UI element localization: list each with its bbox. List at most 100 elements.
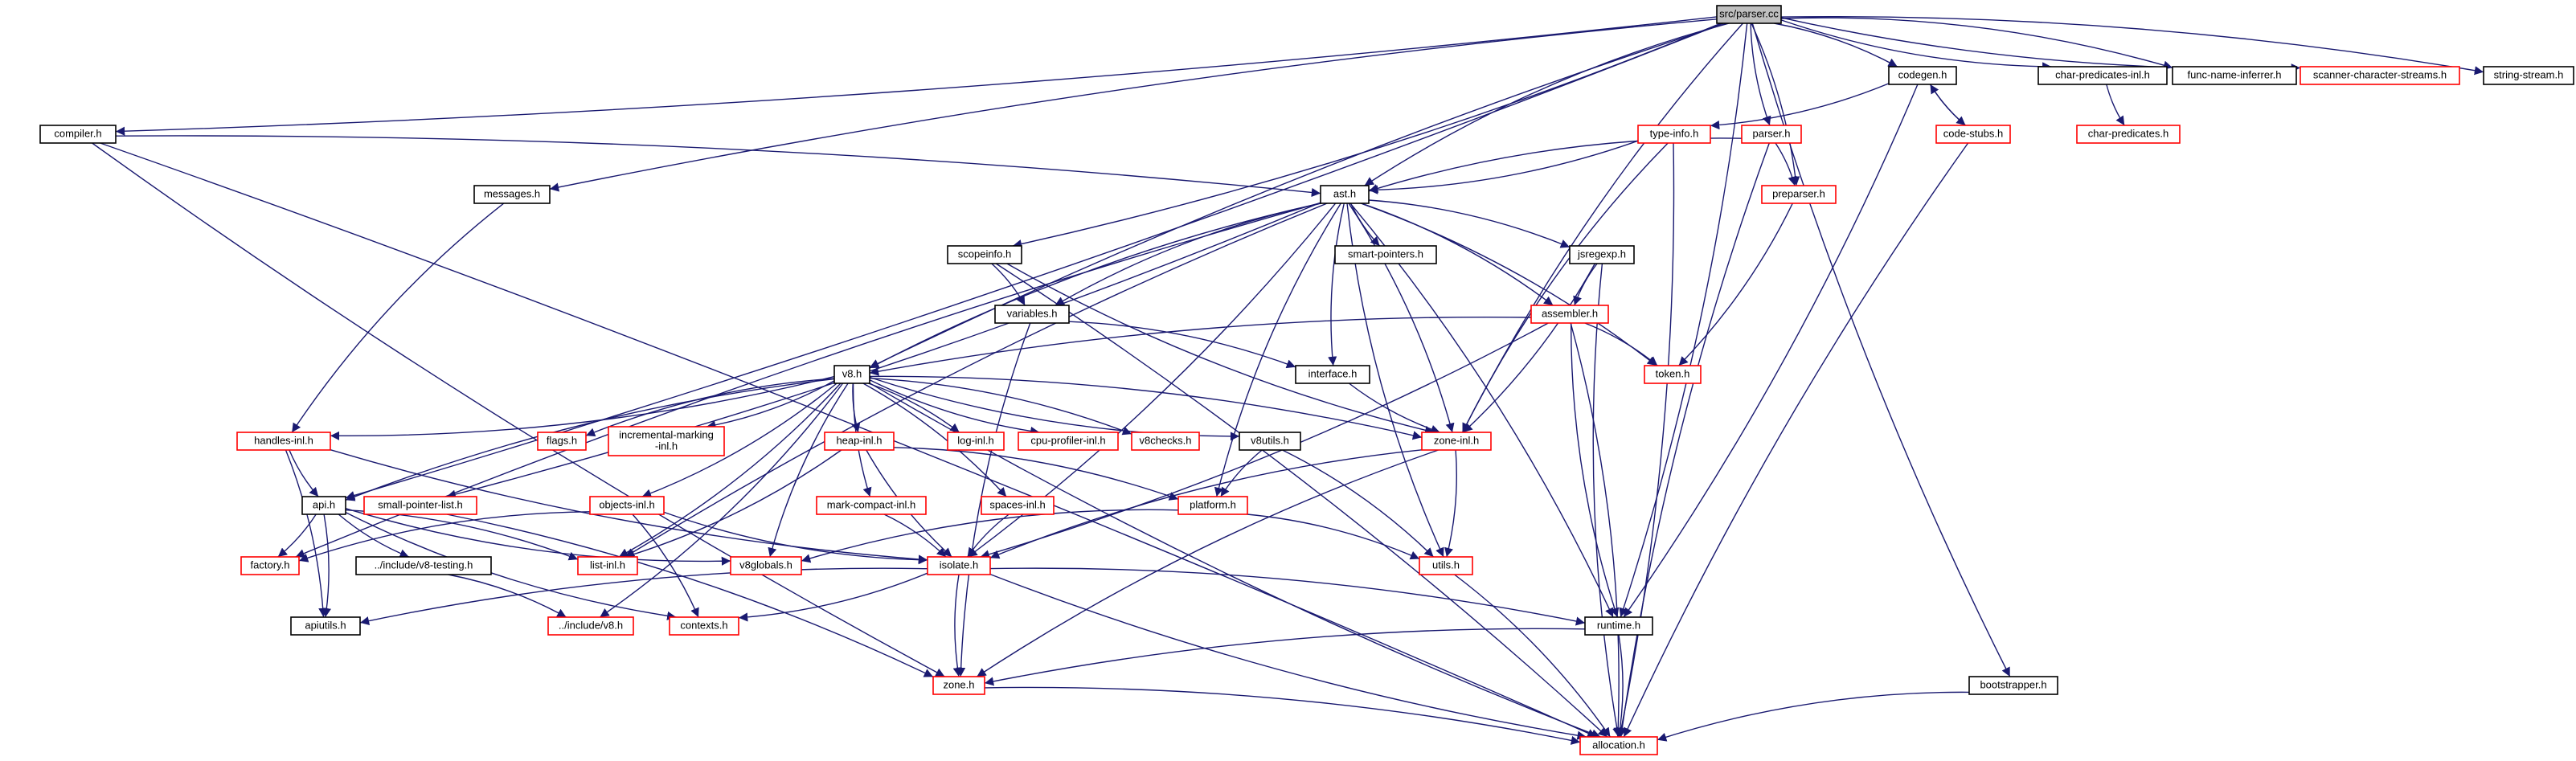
node-v8utils[interactable]: v8utils.h	[1239, 432, 1301, 451]
node-v8globals[interactable]: v8globals.h	[730, 556, 802, 575]
edge-parser_cc-to-parser_h	[1750, 23, 1771, 126]
edge-type_info-to-zone_inl	[1462, 142, 1669, 433]
node-platform[interactable]: platform.h	[1177, 496, 1248, 515]
node-string-stream[interactable]: string-stream.h	[2483, 66, 2574, 85]
edge-ast-to-interface	[1328, 203, 1345, 366]
node-box	[537, 432, 587, 451]
edge-ast-to-zone_inl	[1348, 203, 1455, 433]
node-incr-marking[interactable]: incremental-marking-inl.h	[608, 426, 725, 456]
node-objects-inl[interactable]: objects-inl.h	[589, 496, 665, 515]
node-small-ptr[interactable]: small-pointer-list.h	[363, 496, 477, 515]
node-label: incremental-marking	[619, 428, 714, 440]
edge-ast-to-token	[1360, 203, 1657, 366]
node-ast[interactable]: ast.h	[1320, 185, 1370, 204]
node-scopeinfo[interactable]: scopeinfo.h	[947, 245, 1022, 264]
edge-v8-to-handles_inl	[330, 375, 835, 440]
node-factory[interactable]: factory.h	[240, 556, 300, 575]
node-label: heap-inl.h	[836, 434, 882, 446]
node-label: utils.h	[1432, 558, 1460, 571]
edge-zone_inl-to-isolate	[989, 449, 1423, 559]
node-label: ../include/v8.h	[559, 619, 623, 631]
node-flags[interactable]: flags.h	[537, 432, 587, 451]
node-allocation[interactable]: allocation.h	[1579, 736, 1658, 755]
edge-preparser-to-token	[1678, 203, 1793, 366]
node-label: messages.h	[484, 187, 540, 199]
node-log-inl[interactable]: log-inl.h	[947, 432, 1005, 451]
node-label: scanner-character-streams.h	[2313, 68, 2447, 80]
node-v8checks[interactable]: v8checks.h	[1131, 432, 1200, 451]
edge-interface-to-zone_inl	[1348, 383, 1440, 434]
node-code-stubs[interactable]: code-stubs.h	[1935, 125, 2011, 144]
node-scanner-cs[interactable]: scanner-character-streams.h	[2300, 66, 2460, 85]
node-box	[577, 556, 638, 575]
node-char-pred-inl[interactable]: char-predicates-inl.h	[2037, 66, 2168, 85]
node-zone[interactable]: zone.h	[932, 676, 985, 695]
node-api[interactable]: api.h	[301, 496, 346, 515]
edge-v8-to-v8checks	[869, 378, 1132, 436]
node-smart-pointers[interactable]: smart-pointers.h	[1334, 245, 1437, 264]
node-contexts[interactable]: contexts.h	[669, 616, 739, 636]
node-label: string-stream.h	[2494, 68, 2564, 80]
node-include-v8[interactable]: ../include/v8.h	[547, 616, 634, 636]
node-box	[833, 365, 870, 384]
node-box	[824, 432, 895, 451]
node-box	[927, 556, 991, 575]
edge-scopeinfo-to-zone_inl	[1006, 263, 1435, 435]
node-cpu-profiler[interactable]: cpu-profiler-inl.h	[1018, 432, 1119, 451]
node-isolate[interactable]: isolate.h	[927, 556, 991, 575]
edge-type_info-to-allocation	[1616, 142, 1675, 738]
node-box	[39, 125, 117, 144]
node-box	[1177, 496, 1248, 515]
edge-assembler-to-runtime	[1570, 322, 1620, 618]
edge-parser_cc-to-preparser	[1751, 23, 1800, 186]
node-list-inl[interactable]: list-inl.h	[577, 556, 638, 575]
node-handles-inl[interactable]: handles-inl.h	[236, 432, 331, 451]
node-box	[1018, 432, 1119, 451]
node-label: char-predicates.h	[2088, 127, 2169, 139]
node-func-name[interactable]: func-name-inferrer.h	[2172, 66, 2297, 85]
node-interface[interactable]: interface.h	[1295, 365, 1370, 384]
node-utils[interactable]: utils.h	[1419, 556, 1473, 575]
node-variables[interactable]: variables.h	[994, 305, 1070, 324]
node-type-info[interactable]: type-info.h	[1637, 125, 1711, 144]
node-jsregexp[interactable]: jsregexp.h	[1569, 245, 1635, 264]
node-runtime[interactable]: runtime.h	[1584, 616, 1653, 636]
edge-parser_cc-to-messages	[549, 18, 1718, 192]
edge-assembler-to-token	[1584, 322, 1658, 366]
node-v8[interactable]: v8.h	[833, 365, 870, 384]
node-label: v8checks.h	[1139, 434, 1191, 446]
edge-isolate-to-runtime	[989, 567, 1586, 626]
node-parser-cc[interactable]: src/parser.cc	[1716, 5, 1782, 24]
node-parser-h[interactable]: parser.h	[1741, 125, 1802, 144]
edge-jsregexp-to-allocation	[1592, 263, 1622, 738]
node-messages[interactable]: messages.h	[473, 185, 551, 204]
edge-parser_h-to-ast	[1368, 137, 1743, 193]
node-assembler[interactable]: assembler.h	[1530, 305, 1609, 324]
node-box	[1644, 365, 1702, 384]
node-compiler[interactable]: compiler.h	[39, 125, 117, 144]
node-token[interactable]: token.h	[1644, 365, 1702, 384]
node-heap-inl[interactable]: heap-inl.h	[824, 432, 895, 451]
node-mark-compact[interactable]: mark-compact-inl.h	[816, 496, 927, 515]
node-preparser[interactable]: preparser.h	[1761, 185, 1837, 204]
node-apiutils[interactable]: apiutils.h	[290, 616, 361, 636]
node-bootstrapper[interactable]: bootstrapper.h	[1968, 676, 2058, 695]
edge-v8-to-cpu_profiler	[869, 379, 1040, 436]
node-codegen[interactable]: codegen.h	[1888, 66, 1957, 85]
edge-parser_cc-to-bootstrapper	[1751, 23, 2011, 677]
node-label: token.h	[1656, 367, 1690, 379]
node-spaces-inl[interactable]: spaces-inl.h	[981, 496, 1055, 515]
node-box	[236, 432, 331, 451]
node-label: v8utils.h	[1251, 434, 1289, 446]
node-zone-inl[interactable]: zone-inl.h	[1421, 432, 1492, 451]
edge-zone_inl-to-utils	[1444, 449, 1457, 558]
edge-v8-to-spaces_inl	[862, 383, 1007, 497]
node-box	[1419, 556, 1473, 575]
edge-type_info-to-ast	[1368, 140, 1639, 194]
node-v8-testing[interactable]: ../include/v8-testing.h	[355, 556, 492, 575]
edge-codegen-to-code_stubs	[1929, 84, 1966, 126]
node-label: smart-pointers.h	[1348, 248, 1423, 260]
node-label: contexts.h	[680, 619, 727, 631]
node-char-pred[interactable]: char-predicates.h	[2076, 125, 2181, 144]
edge-zone_inl-to-zone	[977, 449, 1439, 677]
